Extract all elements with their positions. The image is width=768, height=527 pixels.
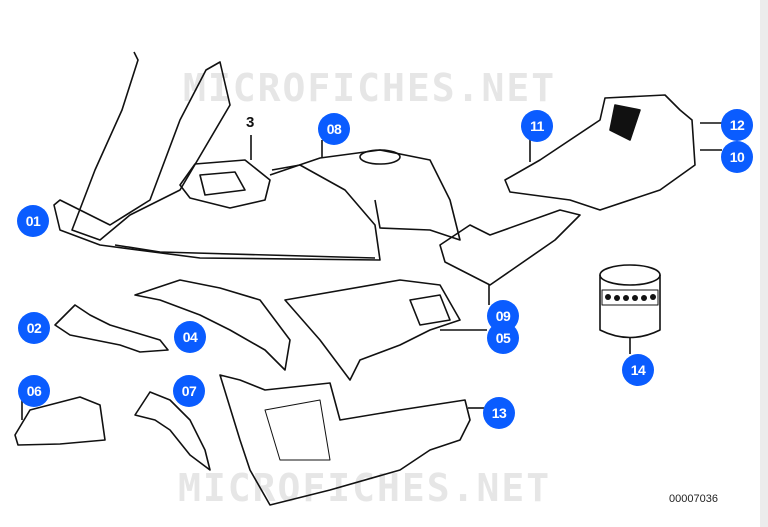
callout-13[interactable]: 13	[483, 397, 515, 429]
watermark-top: MICROFICHES.NET	[183, 66, 557, 110]
callout-04[interactable]: 04	[174, 321, 206, 353]
callout-02[interactable]: 02	[18, 312, 50, 344]
part-side-panel	[284, 279, 461, 381]
callout-10[interactable]: 10	[721, 141, 753, 173]
callout-01[interactable]: 01	[17, 205, 49, 237]
watermark-bottom: MICROFICHES.NET	[178, 466, 552, 510]
part-seat	[504, 94, 696, 211]
part-trim	[439, 209, 581, 286]
part-inner-guard	[134, 391, 211, 471]
part-paint-can	[599, 264, 661, 354]
part-3-vent	[179, 159, 271, 209]
callout-06[interactable]: 06	[18, 375, 50, 407]
part-tank	[269, 149, 461, 241]
diagram-code: 00007036	[669, 493, 718, 505]
callout-11[interactable]: 11	[521, 110, 553, 142]
callout-14[interactable]: 14	[622, 354, 654, 386]
callout-08[interactable]: 08	[318, 113, 350, 145]
callout-05[interactable]: 05	[487, 322, 519, 354]
part-mudguard	[14, 396, 106, 446]
callout-12[interactable]: 12	[721, 109, 753, 141]
part-belly-pan	[219, 374, 471, 506]
callout-07[interactable]: 07	[173, 375, 205, 407]
part-04-inner-panel	[134, 279, 291, 371]
callout-3: 3	[246, 114, 255, 131]
page-edge	[760, 0, 768, 527]
part-fairing	[53, 51, 381, 261]
part-bracket	[54, 304, 169, 353]
